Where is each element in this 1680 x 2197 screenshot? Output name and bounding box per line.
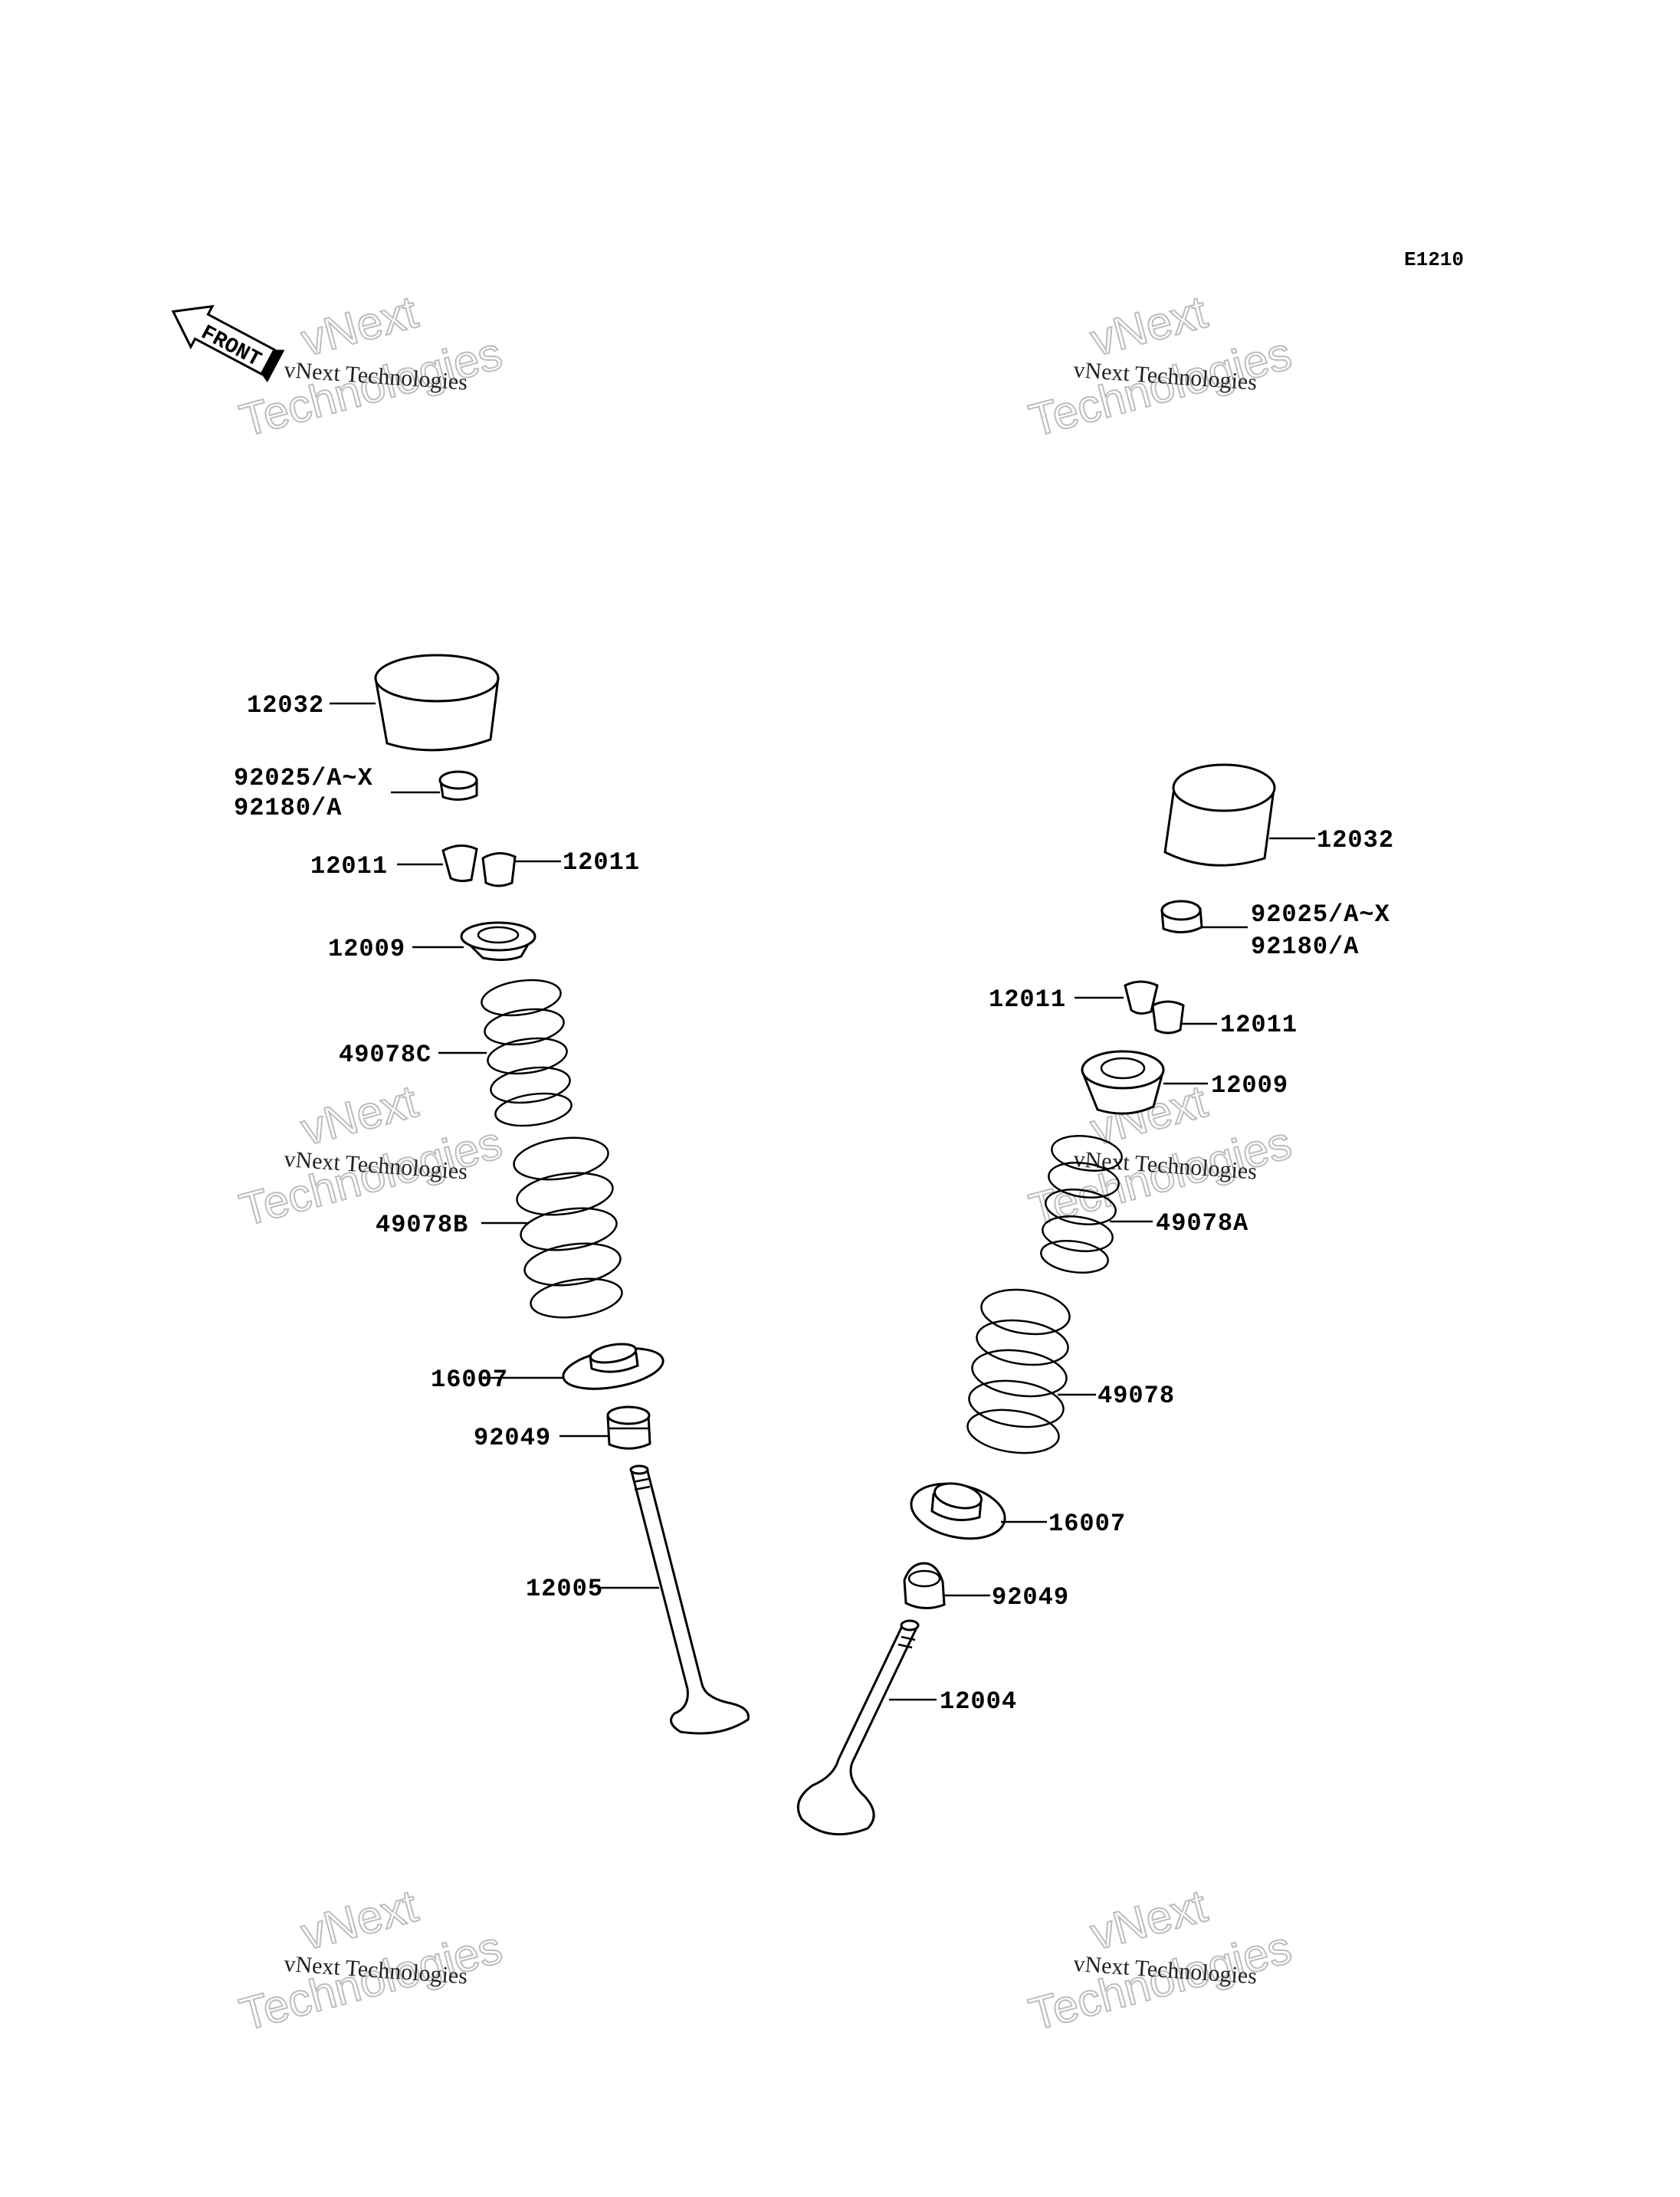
callout-spring-outer-left: 49078B [376,1211,468,1239]
callout-keeper-right-b: 12011 [1220,1011,1298,1039]
valve-left [629,1464,750,1735]
keeper-left-a [441,844,478,883]
spring-outer-right [966,1288,1071,1454]
callout-shim-left-a: 92025/A~X [234,764,373,792]
diagram-code: E1210 [1404,248,1464,271]
callout-spring-inner-right: 49078A [1156,1209,1249,1238]
callout-keeper-left-b: 12011 [563,848,640,877]
callout-shim-left-b: 92180/A [234,794,342,822]
callout-seat-right: 16007 [1048,1510,1126,1538]
tappet-right [1163,763,1276,867]
spring-outer-left [513,1136,623,1319]
shim-right [1160,900,1203,933]
callout-shim-right-a: 92025/A~X [1251,900,1390,929]
keeper-right-b [1151,1000,1185,1035]
callout-spring-outer-right: 49078 [1098,1382,1175,1410]
stem-seal-left [606,1405,651,1450]
callout-retainer-right: 12009 [1211,1071,1288,1100]
callout-spring-inner-left: 49078C [339,1041,431,1069]
callout-keeper-left-a: 12011 [310,852,388,880]
valve-right [796,1619,920,1836]
keeper-right-a [1124,980,1159,1015]
tappet-left [374,654,500,752]
spring-inner-left [481,979,573,1127]
callout-valve-left: 12005 [526,1575,603,1603]
callout-shim-right-b: 92180/A [1251,933,1359,961]
callout-tappet-left: 12032 [247,691,324,720]
spring-inner-right [1040,1135,1123,1274]
spring-seat-right [910,1482,1006,1540]
shim-left [438,770,478,801]
callout-seal-left: 92049 [474,1424,551,1452]
retainer-left [460,921,536,962]
callout-retainer-left: 12009 [328,935,405,963]
watermark: vNext Technologies vNext Technologies vN… [234,285,1298,2041]
keeper-left-b [481,852,517,887]
callout-tappet-right: 12032 [1317,826,1394,854]
front-arrow-icon: FRONT [171,304,285,383]
callout-keeper-right-a: 12011 [989,985,1066,1014]
retainer-right [1081,1050,1165,1115]
spring-seat-left [562,1343,664,1390]
callout-valve-right: 12004 [940,1687,1017,1716]
callout-seal-right: 92049 [992,1583,1069,1612]
stem-seal-right [903,1562,946,1609]
callout-seat-left: 16007 [431,1366,508,1394]
